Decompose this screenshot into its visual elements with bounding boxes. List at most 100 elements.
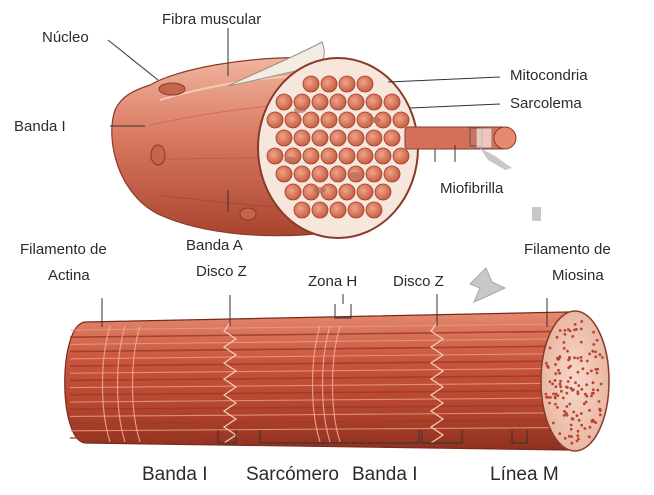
- end-face-dot: [588, 353, 591, 356]
- end-face-dot: [555, 385, 558, 388]
- end-face-dot: [599, 408, 602, 411]
- end-face-dot: [565, 412, 568, 415]
- end-face-dot: [544, 393, 547, 396]
- label-miofibrilla: Miofibrilla: [440, 180, 504, 197]
- end-face-dot: [556, 336, 559, 339]
- end-face-dot: [596, 368, 599, 371]
- end-face-dot: [546, 365, 549, 368]
- end-face-dot: [549, 347, 552, 350]
- end-face-dot: [545, 362, 548, 365]
- end-face-dot: [574, 381, 577, 384]
- myofibril-circle: [321, 148, 337, 164]
- end-face-dot: [582, 367, 585, 370]
- end-face-dot: [573, 356, 576, 359]
- myofibril-circle: [321, 112, 337, 128]
- myofibril-circle: [321, 76, 337, 92]
- nucleus-1: [159, 83, 185, 95]
- end-face-dot: [576, 434, 579, 437]
- end-face-dot: [558, 356, 561, 359]
- end-face-dot: [567, 366, 570, 369]
- myofibril-circle: [276, 130, 292, 146]
- myofibril-circle: [393, 148, 409, 164]
- end-face-dot: [564, 333, 567, 336]
- end-face-dot: [569, 376, 572, 379]
- end-face-dot: [552, 422, 555, 425]
- end-face-dot: [591, 350, 594, 353]
- myofibril-circle: [312, 166, 328, 182]
- myofibril-end-face: [541, 311, 609, 451]
- myofibril-circle: [393, 112, 409, 128]
- label-banda-i-top: Banda I: [14, 118, 66, 135]
- end-face-dot: [574, 323, 577, 326]
- end-face-dot: [570, 387, 573, 390]
- end-face-dot: [589, 426, 592, 429]
- myofibril-circle: [339, 184, 355, 200]
- end-face-dot: [562, 397, 565, 400]
- end-face-dot: [586, 372, 589, 375]
- end-face-dot: [554, 403, 557, 406]
- end-face-dot: [566, 392, 569, 395]
- end-face-dot: [551, 383, 554, 386]
- end-face-dot: [588, 435, 591, 438]
- myofibril-circle: [330, 94, 346, 110]
- end-face-dot: [580, 356, 583, 359]
- end-face-dot: [578, 419, 581, 422]
- label-filamento-actina-line2: Actina: [48, 267, 90, 284]
- end-face-dot: [599, 414, 602, 417]
- end-face-dot: [564, 329, 567, 332]
- end-face-dot: [576, 414, 579, 417]
- mitochondrion: [284, 157, 296, 163]
- myofibril-circle: [357, 184, 373, 200]
- end-face-dot: [576, 390, 579, 393]
- end-face-dot: [563, 347, 566, 350]
- end-face-dot: [586, 360, 589, 363]
- end-face-dot: [571, 442, 574, 445]
- myofibril-circle: [348, 130, 364, 146]
- myofibril-circle: [375, 148, 391, 164]
- end-face-dot: [601, 356, 604, 359]
- end-face-dot: [554, 372, 557, 375]
- muscle-fiber-illustration: [112, 42, 516, 238]
- myofibril-circle: [375, 184, 391, 200]
- end-face-dot: [559, 385, 562, 388]
- myofibril-circle: [312, 202, 328, 218]
- end-face-dot: [577, 430, 580, 433]
- end-face-dot: [580, 328, 583, 331]
- end-face-dot: [570, 435, 573, 438]
- end-face-dot: [549, 380, 552, 383]
- end-face-dot: [570, 428, 573, 431]
- label-zona-h: Zona H: [308, 273, 357, 290]
- end-face-dot: [600, 383, 603, 386]
- end-face-dot: [580, 359, 583, 362]
- end-face-dot: [594, 421, 597, 424]
- end-face-dot: [545, 396, 548, 399]
- end-face-dot: [590, 395, 593, 398]
- zoom-arrow: [470, 268, 505, 302]
- end-face-dot: [549, 396, 552, 399]
- nucleus-3: [240, 208, 256, 220]
- end-face-dot: [567, 359, 570, 362]
- label-mitocondria: Mitocondria: [510, 67, 588, 84]
- end-face-dot: [572, 411, 575, 414]
- end-face-dot: [588, 409, 591, 412]
- myofibril-circle: [294, 202, 310, 218]
- end-face-dot: [568, 403, 571, 406]
- end-face-dot: [580, 341, 583, 344]
- myofibril-circle: [339, 112, 355, 128]
- myofibril-circle: [285, 112, 301, 128]
- myofibril-circle: [366, 130, 382, 146]
- label-filamento-miosina-line2: Miosina: [552, 267, 604, 284]
- end-face-dot: [592, 388, 595, 391]
- end-face-dot: [596, 339, 599, 342]
- end-face-dot: [573, 328, 576, 331]
- label-linea-m: Línea M: [490, 464, 559, 485]
- label-disco-z-right: Disco Z: [393, 273, 444, 290]
- end-face-dot: [557, 394, 560, 397]
- myofibril-end: [494, 127, 516, 149]
- myofibril-circle: [312, 94, 328, 110]
- mitochondrion: [294, 107, 306, 113]
- end-face-dot: [571, 335, 574, 338]
- end-face-dot: [563, 414, 566, 417]
- myofibril-circle: [294, 166, 310, 182]
